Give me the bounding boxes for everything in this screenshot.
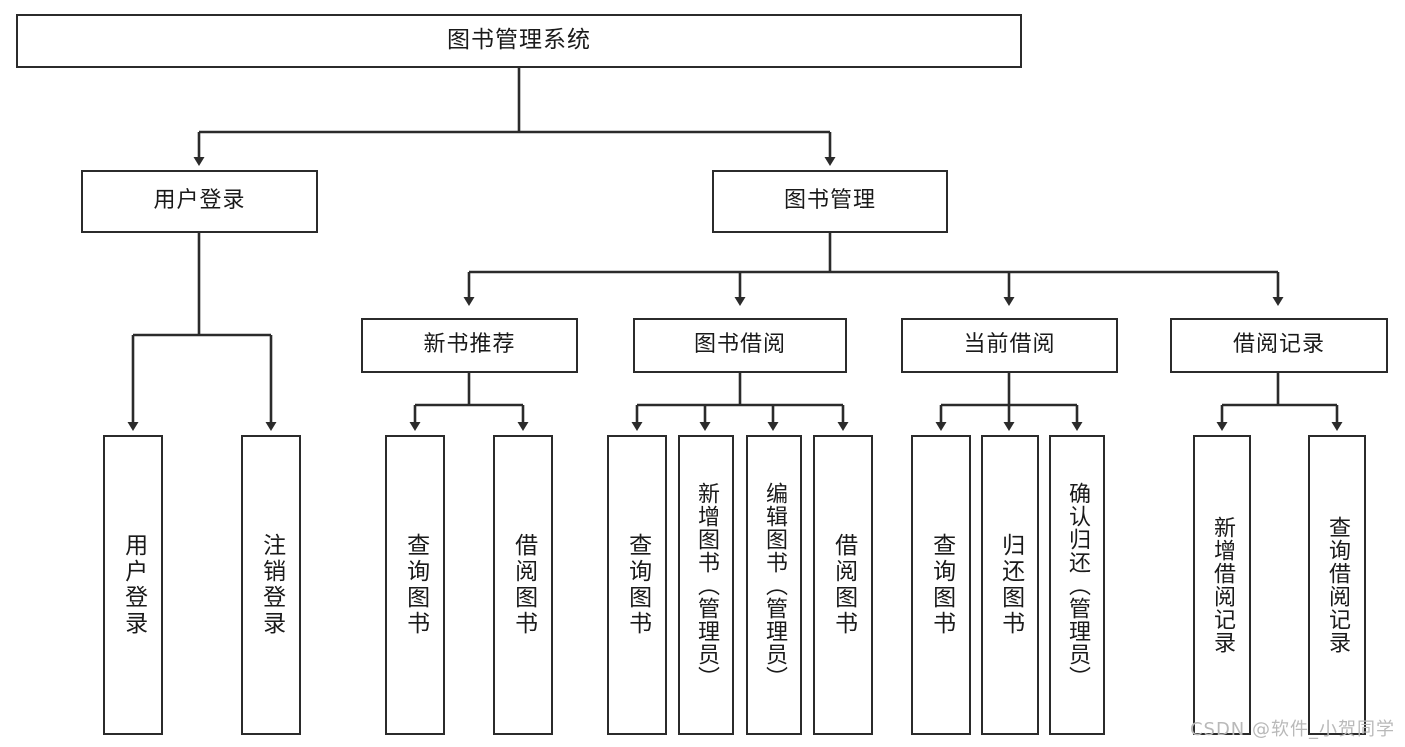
node-leaf-borrow-book-2[interactable]: 借阅图书 <box>813 435 873 735</box>
node-label: 图书借阅 <box>693 332 786 358</box>
node-user-login[interactable]: 用户登录 <box>81 170 318 233</box>
node-current-borrow[interactable]: 当前借阅 <box>901 318 1118 373</box>
watermark-text: CSDN @软件_小贺同学 <box>1189 719 1395 740</box>
node-label: 用户登录 <box>153 188 246 214</box>
node-leaf-confirm-return-admin[interactable]: 确认归还（管理员） <box>1049 435 1105 735</box>
node-label: 用户登录 <box>120 533 147 637</box>
node-leaf-query-book-3[interactable]: 查询图书 <box>911 435 971 735</box>
node-label: 新增借阅记录 <box>1209 516 1235 654</box>
node-new-book-recommend[interactable]: 新书推荐 <box>361 318 578 373</box>
node-label: 新书推荐 <box>423 332 516 358</box>
node-label: 归还图书 <box>997 533 1024 637</box>
node-label: 图书管理 <box>783 188 876 214</box>
node-label: 借阅图书 <box>510 533 537 637</box>
node-leaf-edit-book-admin[interactable]: 编辑图书（管理员） <box>746 435 802 735</box>
node-label: 查询图书 <box>928 533 955 637</box>
node-leaf-add-borrow-record[interactable]: 新增借阅记录 <box>1193 435 1251 735</box>
node-leaf-user-login[interactable]: 用户登录 <box>103 435 163 735</box>
node-borrow-record[interactable]: 借阅记录 <box>1170 318 1388 373</box>
node-label: 借阅图书 <box>830 533 857 637</box>
node-book-manage[interactable]: 图书管理 <box>712 170 948 233</box>
node-label: 编辑图书（管理员） <box>761 481 787 689</box>
node-label: 当前借阅 <box>963 332 1056 358</box>
node-leaf-borrow-book-1[interactable]: 借阅图书 <box>493 435 553 735</box>
node-leaf-add-book-admin[interactable]: 新增图书（管理员） <box>678 435 734 735</box>
node-leaf-logout-login[interactable]: 注销登录 <box>241 435 301 735</box>
node-label: 查询图书 <box>624 533 651 637</box>
node-leaf-query-book-1[interactable]: 查询图书 <box>385 435 445 735</box>
node-label: 借阅记录 <box>1232 332 1325 358</box>
node-root-book-management-system[interactable]: 图书管理系统 <box>16 14 1022 68</box>
node-leaf-return-book[interactable]: 归还图书 <box>981 435 1039 735</box>
node-label: 查询图书 <box>402 533 429 637</box>
node-label: 注销登录 <box>258 533 285 637</box>
node-leaf-query-book-2[interactable]: 查询图书 <box>607 435 667 735</box>
node-label: 查询借阅记录 <box>1324 516 1350 654</box>
node-leaf-query-borrow-record[interactable]: 查询借阅记录 <box>1308 435 1366 735</box>
node-label: 图书管理系统 <box>447 27 591 54</box>
node-label: 新增图书（管理员） <box>693 481 719 689</box>
node-label: 确认归还（管理员） <box>1064 481 1090 689</box>
node-book-borrow[interactable]: 图书借阅 <box>633 318 847 373</box>
